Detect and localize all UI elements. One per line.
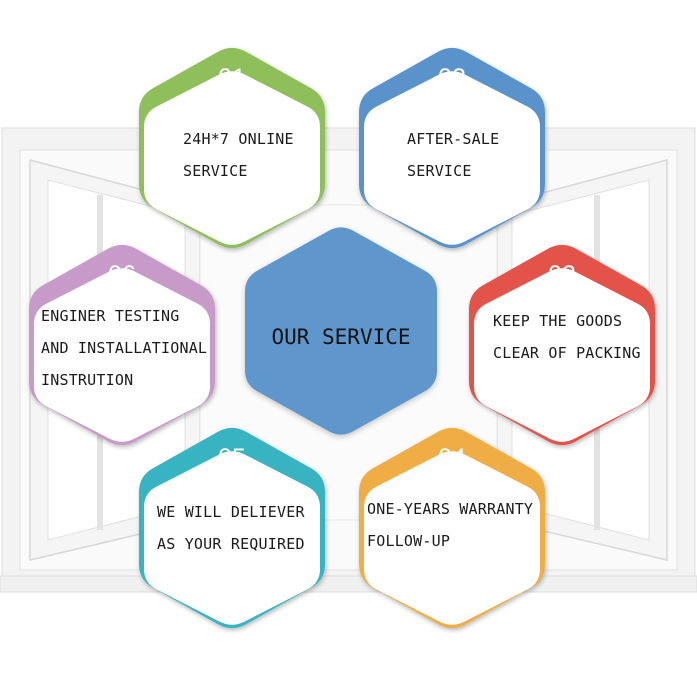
hexagon-body bbox=[144, 71, 320, 245]
hexagon-body bbox=[144, 451, 320, 625]
item-number: 04 bbox=[438, 444, 466, 472]
item-number: 06 bbox=[108, 261, 136, 289]
center-hexagon-shape bbox=[245, 227, 437, 435]
center-hexagon: OUR SERVICE bbox=[245, 227, 437, 435]
hexagon-body bbox=[364, 451, 540, 625]
item-number: 03 bbox=[548, 261, 576, 289]
item-text-line: SERVICE bbox=[407, 162, 472, 180]
item-number: 02 bbox=[438, 64, 466, 92]
service-item-05: 05 WE WILL DELIEVER AS YOUR REQUIRED bbox=[139, 427, 325, 629]
hexagon-body bbox=[364, 71, 540, 245]
hexagon-body bbox=[474, 268, 650, 442]
item-text-line: CLEAR OF PACKING bbox=[493, 344, 641, 362]
item-text-line: SERVICE bbox=[183, 162, 248, 180]
center-label: OUR SERVICE bbox=[271, 325, 410, 349]
item-text-line: AS YOUR REQUIRED bbox=[157, 535, 305, 553]
item-text-line: ENGINER TESTING bbox=[41, 307, 179, 325]
hexagon-body bbox=[34, 268, 210, 442]
item-number: 01 bbox=[218, 64, 246, 92]
item-text-line: INSTRUTION bbox=[41, 371, 133, 389]
item-text-line: AND INSTALLATIONAL bbox=[41, 339, 207, 357]
service-item-01: 01 24H*7 ONLINE SERVICE bbox=[139, 47, 325, 249]
item-text-line: 24H*7 ONLINE bbox=[183, 130, 294, 148]
item-number: 05 bbox=[218, 444, 246, 472]
item-text-line: WE WILL DELIEVER bbox=[157, 503, 305, 521]
item-text-line: ONE-YEARS WARRANTY bbox=[367, 500, 533, 518]
item-text-line: AFTER-SALE bbox=[407, 130, 499, 148]
item-text-line: FOLLOW-UP bbox=[367, 532, 450, 550]
item-text-line: KEEP THE GOODS bbox=[493, 312, 622, 330]
